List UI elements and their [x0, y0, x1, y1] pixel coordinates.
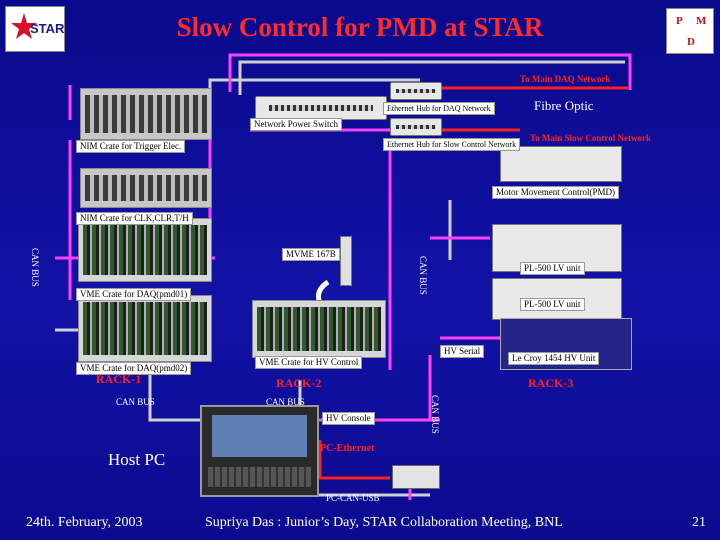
label-pl500-a: PL-500 LV unit: [520, 262, 585, 275]
label-vme-daq2: VME Crate for DAQ(pmd02): [76, 362, 192, 375]
ethernet-hub-slow: [390, 118, 442, 136]
label-pc-can-usb: PC-CAN-USB: [326, 493, 380, 503]
footer-date: 24th. February, 2003: [26, 515, 143, 530]
label-rack2: RACK-2: [276, 376, 322, 390]
label-can-bus-mid: CAN BUS: [418, 256, 428, 295]
label-network-power-switch: Network Power Switch: [250, 118, 342, 131]
label-main-slow: To Main Slow Control Network: [530, 133, 652, 143]
label-pc-ethernet: PC-Ethernet: [320, 443, 375, 454]
host-pc: [200, 405, 319, 497]
star-logo: STAR: [5, 6, 65, 52]
label-can-bus-r2: CAN BUS: [266, 397, 305, 407]
label-ethernet-hub-daq: Ethernet Hub for DAQ Network: [383, 102, 495, 115]
pmd-logo-d: D: [687, 36, 695, 48]
pmd-logo: P M D: [666, 8, 714, 54]
label-fibre-optic: Fibre Optic: [534, 98, 594, 113]
label-host-pc: Host PC: [108, 450, 166, 469]
nim-crate-trigger: [80, 88, 212, 140]
wire: [318, 440, 390, 480]
mvme-board: [340, 236, 352, 286]
vme-crate-daq2: [78, 295, 212, 362]
label-ethernet-hub-slow: Ethernet Hub for Slow Control Network: [383, 138, 521, 151]
label-vme-daq1: VME Crate for DAQ(pmd01): [76, 288, 192, 301]
label-vme-hv: VME Crate for HV Control: [255, 356, 363, 369]
footer-author: Supriya Das : Junior’s Day, STAR Collabo…: [205, 515, 563, 530]
label-rack3: RACK-3: [528, 376, 574, 390]
wire: [208, 78, 420, 90]
pc-can-usb-device: [392, 465, 440, 489]
nim-crate-clk: [80, 168, 212, 208]
label-rack1: RACK-1: [96, 372, 142, 386]
vme-crate-hv: [252, 300, 386, 358]
label-hv-console: HV Console: [322, 412, 375, 425]
pmd-logo-m: M: [696, 15, 707, 27]
label-main-daq: To Main DAQ Network: [520, 74, 611, 84]
network-power-switch: [255, 96, 387, 120]
label-can-bus-vert: CAN BUS: [430, 395, 440, 434]
label-pl500-b: PL-500 LV unit: [520, 298, 585, 311]
label-lecroy: Le Croy 1454 HV Unit: [508, 352, 600, 365]
page-title: Slow Control for PMD at STAR: [176, 12, 544, 42]
label-mvme: MVME 167B: [282, 248, 340, 261]
label-can-bus-r1: CAN BUS: [116, 397, 155, 407]
pmd-logo-p: P: [676, 15, 683, 27]
label-can-bus-left: CAN BUS: [30, 248, 40, 287]
vme-crate-daq1: [78, 218, 212, 282]
wire: [238, 60, 625, 95]
label-nim-clk: NIM Crate for CLK,CLR,T/H: [76, 212, 193, 225]
label-nim-trigger: NIM Crate for Trigger Elec.: [76, 140, 186, 153]
label-motor: Motor Movement Control(PMD): [492, 186, 619, 199]
star-logo-text: STAR: [30, 21, 65, 36]
motor-controller: [500, 146, 622, 182]
page-number: 21: [692, 515, 706, 530]
label-hv-serial: HV Serial: [440, 345, 485, 358]
wire: [228, 53, 632, 92]
star-icon: [11, 13, 37, 39]
ethernet-hub-daq: [390, 82, 442, 100]
